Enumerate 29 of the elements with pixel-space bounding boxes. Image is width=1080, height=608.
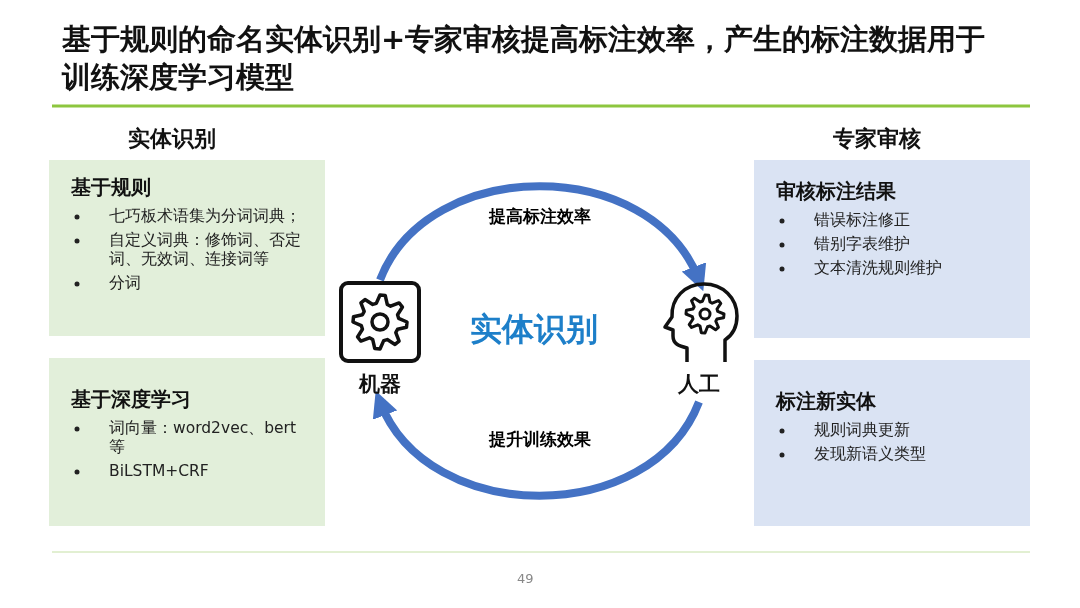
page-number: 49 xyxy=(517,571,534,586)
edge-label: 提升训练效果 xyxy=(486,428,593,451)
slide-title: 基于规则的命名实体识别+专家审核提高标注效率，产生的标注数据用于训练深度学习模型 xyxy=(62,21,987,96)
cycle-arrow xyxy=(376,182,705,291)
bullet-text: 分词 xyxy=(109,274,141,292)
node-label: 人工 xyxy=(677,371,721,398)
bullet-text: 发现新语义类型 xyxy=(814,445,926,463)
bullet-text: 错别字表维护 xyxy=(814,235,910,253)
panel-heading: 审核标注结果 xyxy=(776,178,897,205)
content-panel xyxy=(754,360,1030,526)
content-panel xyxy=(49,160,325,336)
bullet-text: 文本清洗规则维护 xyxy=(814,259,942,277)
column-heading: 专家审核 xyxy=(833,125,921,153)
bullet-text: 规则词典更新 xyxy=(814,421,910,439)
content-panel xyxy=(49,358,325,526)
bullet-text: 自定义词典：修饰词、否定词、无效词、连接词等 xyxy=(109,231,301,268)
cycle-arrow xyxy=(374,391,703,500)
bullet-text: 错误标注修正 xyxy=(814,211,910,229)
edge-label: 提高标注效率 xyxy=(486,205,593,228)
bullet-text: 词向量：word2vec、bert等 xyxy=(109,419,297,456)
panel-heading: 基于深度学习 xyxy=(71,386,192,413)
panel-heading: 标注新实体 xyxy=(776,388,877,415)
bullet-text: BiLSTM+CRF xyxy=(109,462,209,480)
panel-heading: 基于规则 xyxy=(71,174,152,201)
bullet-text: 七巧板术语集为分词词典； xyxy=(109,207,301,225)
center-title: 实体识别 xyxy=(470,309,598,350)
content-panel xyxy=(754,160,1030,338)
node-label: 机器 xyxy=(357,371,402,398)
column-heading: 实体识别 xyxy=(128,125,216,153)
